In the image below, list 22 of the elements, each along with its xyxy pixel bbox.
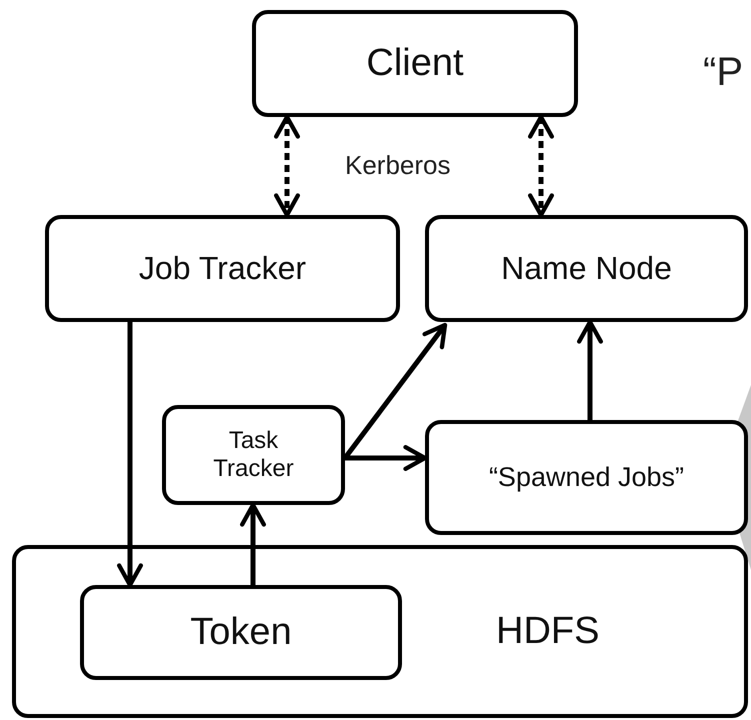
arrow xyxy=(117,322,143,588)
node-label: HDFS xyxy=(496,610,600,654)
process-box xyxy=(12,545,748,718)
inner-box xyxy=(80,585,402,680)
arrow xyxy=(528,114,554,218)
process-box xyxy=(45,215,400,322)
node-label: Token xyxy=(190,610,292,654)
node-label: Job Tracker xyxy=(138,250,306,287)
process-box xyxy=(425,215,748,322)
process-box xyxy=(425,420,748,535)
node-label: “Spawned Jobs” xyxy=(488,462,684,494)
arrow xyxy=(577,320,603,420)
arrow xyxy=(345,445,428,471)
node-label: Name Node xyxy=(501,250,672,287)
node-label: Task Tracker xyxy=(212,427,295,483)
protocol-label: Kerberos xyxy=(345,150,450,181)
cut-off-title: “P xyxy=(703,50,743,95)
arrow xyxy=(274,114,300,218)
arrow xyxy=(240,502,266,585)
process-box xyxy=(162,405,345,505)
node-label: Client xyxy=(366,42,464,86)
process-box xyxy=(252,10,578,117)
